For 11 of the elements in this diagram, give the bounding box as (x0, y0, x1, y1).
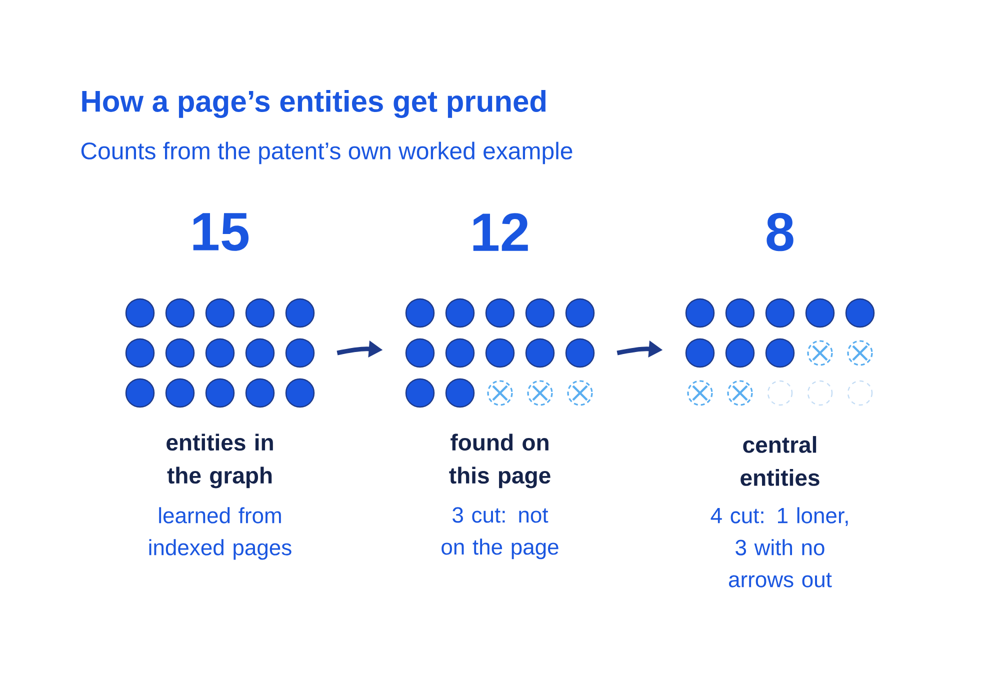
column-note: 4 cut: 1 loner, 3 with no arrows out (710, 507, 848, 588)
column-heading: central entities (740, 436, 820, 486)
column-note: learned from indexed pages (149, 507, 292, 560)
column-heading: entities in the graph (166, 434, 273, 488)
count-number: 8 (766, 212, 794, 252)
column-note: 3 cut: not on the page (442, 507, 558, 560)
title: How a page’s entities get pruned (82, 90, 546, 118)
column-heading: found on this page (449, 434, 550, 488)
count-number: 12 (473, 213, 528, 251)
count-number: 15 (193, 213, 249, 251)
subtitle: Counts from the patent’s own worked example (81, 142, 572, 164)
